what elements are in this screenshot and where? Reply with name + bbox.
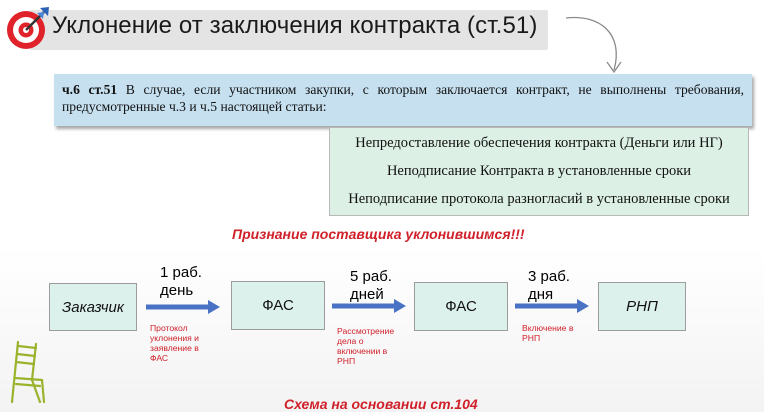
target-icon: [7, 7, 49, 49]
slide-title: Уклонение от заключения контракта (ст.51…: [52, 12, 538, 39]
footer-caption: Схема на основании ст.104: [284, 396, 478, 412]
duration-unit: день: [160, 282, 194, 299]
duration-value: 3 раб.: [528, 268, 570, 285]
curved-arrow-icon: [565, 16, 622, 74]
reason-item: Неподписание Контракта в установленные с…: [386, 163, 692, 179]
arrow-right-icon: [146, 300, 220, 314]
step-note: Включение в РНП: [522, 323, 574, 343]
flow-node-label: РНП: [626, 298, 658, 315]
step-note: Рассмотрение дела о включении в РНП: [337, 326, 395, 366]
flow-node-label: Заказчик: [62, 298, 124, 316]
arrow-right-icon: [332, 299, 406, 313]
flow-node-fas-2: ФАС: [414, 282, 508, 331]
duration-value: 1 раб.: [160, 264, 202, 281]
evasion-reasons-box: Непредоставление обеспечения контракта (…: [329, 127, 749, 216]
flow-node-fas-1: ФАС: [231, 281, 325, 330]
reason-item: Неподписание протокола разногласий в уст…: [348, 191, 730, 207]
step-duration: 1 раб.день: [160, 264, 202, 300]
reason-item: Непредоставление обеспечения контракта (…: [355, 135, 723, 151]
duration-unit: дня: [528, 286, 554, 303]
arrow-right-icon: [515, 299, 589, 313]
law-reference: ч.6 ст.51: [62, 82, 118, 97]
step-duration: 3 раб.дня: [528, 268, 570, 304]
flow-node-customer: Заказчик: [49, 283, 137, 331]
duration-unit: дней: [350, 286, 384, 303]
flow-node-rnp: РНП: [598, 282, 686, 331]
step-duration: 5 раб.дней: [350, 268, 392, 304]
duration-value: 5 раб.: [350, 268, 392, 285]
chair-icon: [10, 340, 46, 404]
step-note: Протокол уклонения и заявление в ФАС: [150, 323, 199, 363]
recognition-heading: Признание поставщика уклонившимся!!!: [232, 226, 525, 242]
title-bar: [30, 10, 548, 50]
flow-node-label: ФАС: [445, 298, 477, 315]
flow-node-label: ФАС: [262, 297, 294, 314]
law-quote-text: В случае, если участником закупки, с кот…: [62, 82, 744, 114]
law-quote-box: ч.6 ст.51 В случае, если участником заку…: [54, 74, 752, 126]
